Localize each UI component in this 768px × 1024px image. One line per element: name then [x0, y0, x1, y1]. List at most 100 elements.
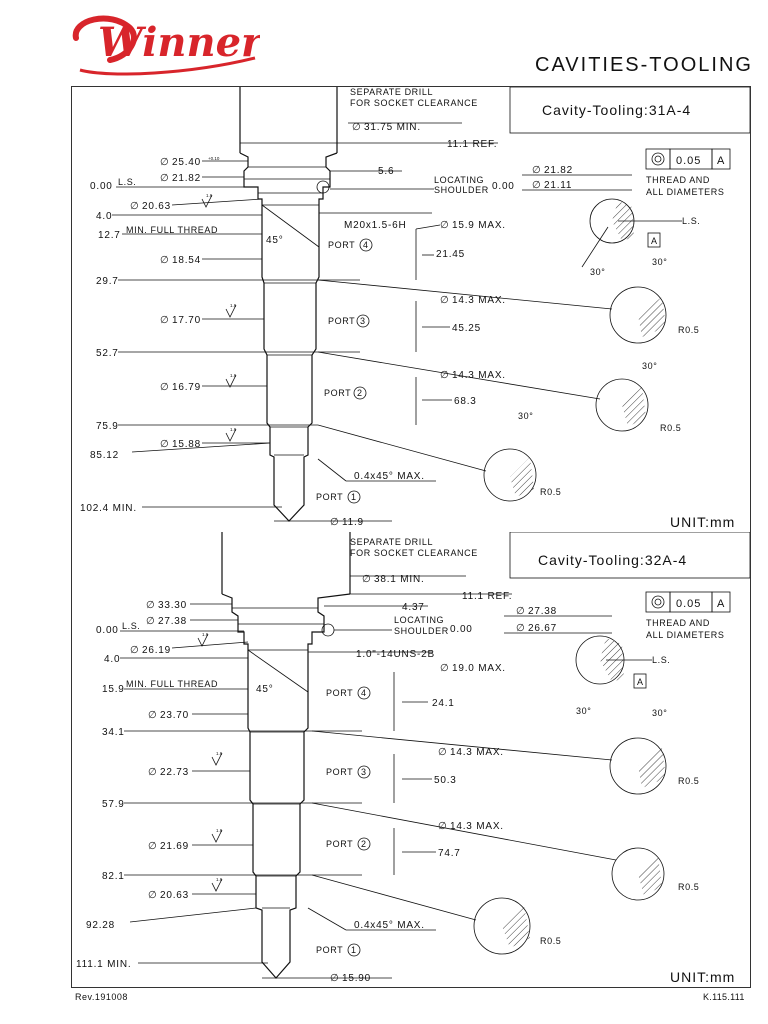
angle-45: 45°	[266, 235, 284, 246]
winner-logo: Winner	[72, 15, 260, 76]
shoulder-len: 4.37	[402, 602, 425, 613]
port3-max: ∅	[440, 295, 450, 306]
tip-dia: ∅	[330, 517, 340, 528]
d-4: ∅	[130, 201, 140, 212]
step3: 75.9	[96, 421, 119, 432]
svg-text:4: 4	[363, 240, 369, 250]
d-top-val: 33.30	[158, 600, 187, 611]
svg-text:L.S.: L.S.	[682, 216, 700, 226]
d-small-right: ∅	[516, 623, 526, 634]
port4-max-val: 19.0 MAX.	[452, 663, 506, 674]
tolerance-frame: 0.05 A	[645, 591, 731, 613]
loc-val: 0.00	[450, 624, 473, 635]
port3-label: PORT	[328, 316, 355, 326]
zero-label: 0.00	[96, 625, 119, 636]
chamfer: 0.4x45° MAX.	[354, 920, 425, 931]
port3-max-val: 14.3 MAX.	[450, 747, 504, 758]
port2-max-val: 14.3 MAX.	[452, 370, 506, 381]
port2-max: ∅	[438, 821, 448, 832]
cavity-profile	[239, 87, 338, 522]
ls-label: L.S.	[118, 177, 136, 187]
tolerance-frame: 0.05 A	[645, 148, 731, 170]
cavity-drawing-32a4: Cavity-Tooling:32A-4 SEPARATE DRILL FOR …	[76, 532, 750, 985]
thread-all-2: ALL DIAMETERS	[646, 630, 725, 640]
roughness-marks: 1.6 1.6 1.6 1.6	[201, 193, 237, 442]
d-port4-val: 18.54	[172, 255, 201, 266]
d-top: ∅	[146, 600, 156, 611]
cavity-drawing-31a4: Cavity-Tooling:31A-4 SEPARATE DRILL FOR …	[80, 87, 750, 530]
d-small-right-val: 21.11	[544, 180, 572, 191]
unit-label: UNIT:mm	[670, 969, 735, 985]
detail-port3: R0.5	[311, 802, 699, 901]
diameter-symbol: ∅	[362, 574, 372, 585]
d-4-val: 26.19	[142, 645, 171, 656]
panel-title: Cavity-Tooling:32A-4	[538, 552, 687, 568]
ls-label: L.S.	[122, 621, 140, 631]
step3: 82.1	[102, 871, 125, 882]
loc-1: LOCATING	[394, 615, 444, 625]
d-ls-val: 27.38	[158, 616, 187, 627]
d-small-right: ∅	[532, 180, 542, 191]
port3-max-val: 14.3 MAX.	[452, 295, 506, 306]
min-depth: 102.4 MIN.	[80, 503, 137, 514]
port2-label: PORT	[326, 839, 353, 849]
svg-text:1.6: 1.6	[230, 373, 237, 378]
drill-dia: 31.75 MIN.	[364, 122, 421, 133]
svg-text:R0.5: R0.5	[660, 423, 681, 433]
svg-text:A: A	[637, 677, 644, 687]
d-port4-val: 23.70	[160, 710, 189, 721]
svg-text:3: 3	[360, 316, 366, 326]
port1-label: PORT	[316, 492, 343, 502]
detail-ls: L.S. A 30°	[575, 635, 670, 716]
d-top-val: 25.40	[172, 157, 201, 168]
ref-dim: 11.1 REF.	[462, 591, 512, 602]
svg-text:R0.5: R0.5	[540, 936, 561, 946]
port4-label: PORT	[326, 688, 353, 698]
d-ls: ∅	[160, 173, 170, 184]
svg-text:30°: 30°	[652, 257, 667, 267]
thread-all-1: THREAD AND	[646, 175, 710, 185]
tip-dia-val: 11.9	[342, 517, 364, 528]
svg-text:1.6: 1.6	[216, 828, 223, 833]
d-ls-right-val: 21.82	[544, 165, 573, 176]
thread-all-1: THREAD AND	[646, 618, 710, 628]
d-top: ∅	[160, 157, 170, 168]
svg-text:R0.5: R0.5	[678, 776, 699, 786]
svg-text:1.6: 1.6	[230, 303, 237, 308]
svg-text:R0.5: R0.5	[678, 325, 699, 335]
svg-text:R0.5: R0.5	[678, 882, 699, 892]
drill-note-2: FOR SOCKET CLEARANCE	[350, 548, 478, 558]
drill-dia: 38.1 MIN.	[374, 574, 425, 585]
svg-text:0.05: 0.05	[676, 155, 701, 167]
svg-text:2: 2	[361, 839, 367, 849]
drill-note-2: FOR SOCKET CLEARANCE	[350, 98, 478, 108]
bottom-depth: 85.12	[90, 450, 119, 461]
d-port2: ∅	[148, 841, 158, 852]
d-port3: ∅	[160, 315, 170, 326]
d-port1: ∅	[160, 439, 170, 450]
tip-dia-val: 15.90	[342, 973, 371, 984]
d-port1-val: 15.88	[172, 439, 201, 450]
thread-spec: 1.0"-14UNS-2B	[356, 649, 435, 660]
svg-text:1.6: 1.6	[206, 193, 213, 198]
roughness-marks: 1.6 1.6 1.6 1.6	[197, 632, 223, 892]
svg-text:30°: 30°	[576, 706, 591, 716]
d-port3-val: 22.73	[160, 767, 189, 778]
detail-port2: 30° R0.5	[317, 411, 561, 502]
svg-text:30°: 30°	[642, 361, 657, 371]
thread-depth: 15.9	[102, 684, 125, 695]
thread-spec: M20x1.5-6H	[344, 220, 406, 231]
tol: +0.10	[208, 156, 220, 161]
svg-text:L.S.: L.S.	[652, 655, 670, 665]
title-box	[509, 532, 750, 579]
detail-port3: 30° R0.5	[317, 351, 681, 433]
port4-max: ∅	[440, 663, 450, 674]
four-label: 4.0	[104, 654, 120, 665]
port1-label: PORT	[316, 945, 343, 955]
d-ls-right: ∅	[532, 165, 542, 176]
d-port4: ∅	[148, 710, 158, 721]
svg-text:A: A	[717, 155, 725, 167]
d-ls-right: ∅	[516, 606, 526, 617]
svg-text:A: A	[717, 598, 725, 610]
detail-port4: 30° R0.5	[311, 708, 699, 795]
